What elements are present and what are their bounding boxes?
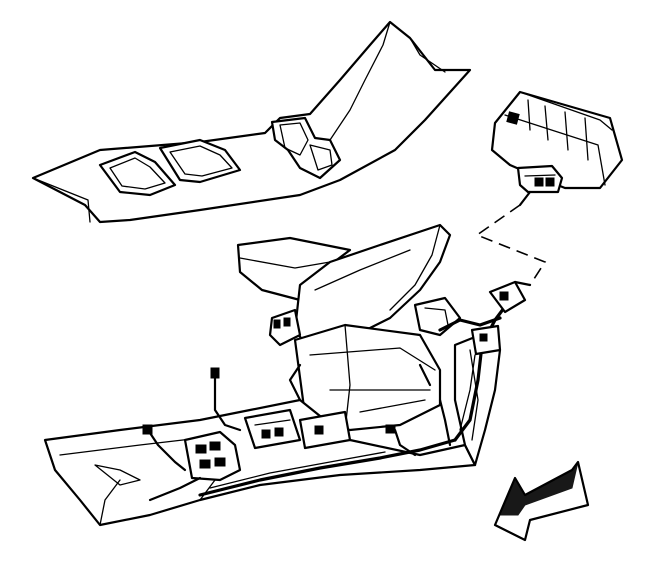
dashed-connection-line (475, 204, 547, 286)
console-trim-cover-icon (31, 20, 472, 224)
center-console-assembly-icon (43, 223, 502, 527)
wiring-harness-icon (142, 280, 532, 502)
direction-arrow-icon (493, 460, 590, 542)
connector-module-icon (490, 90, 624, 207)
